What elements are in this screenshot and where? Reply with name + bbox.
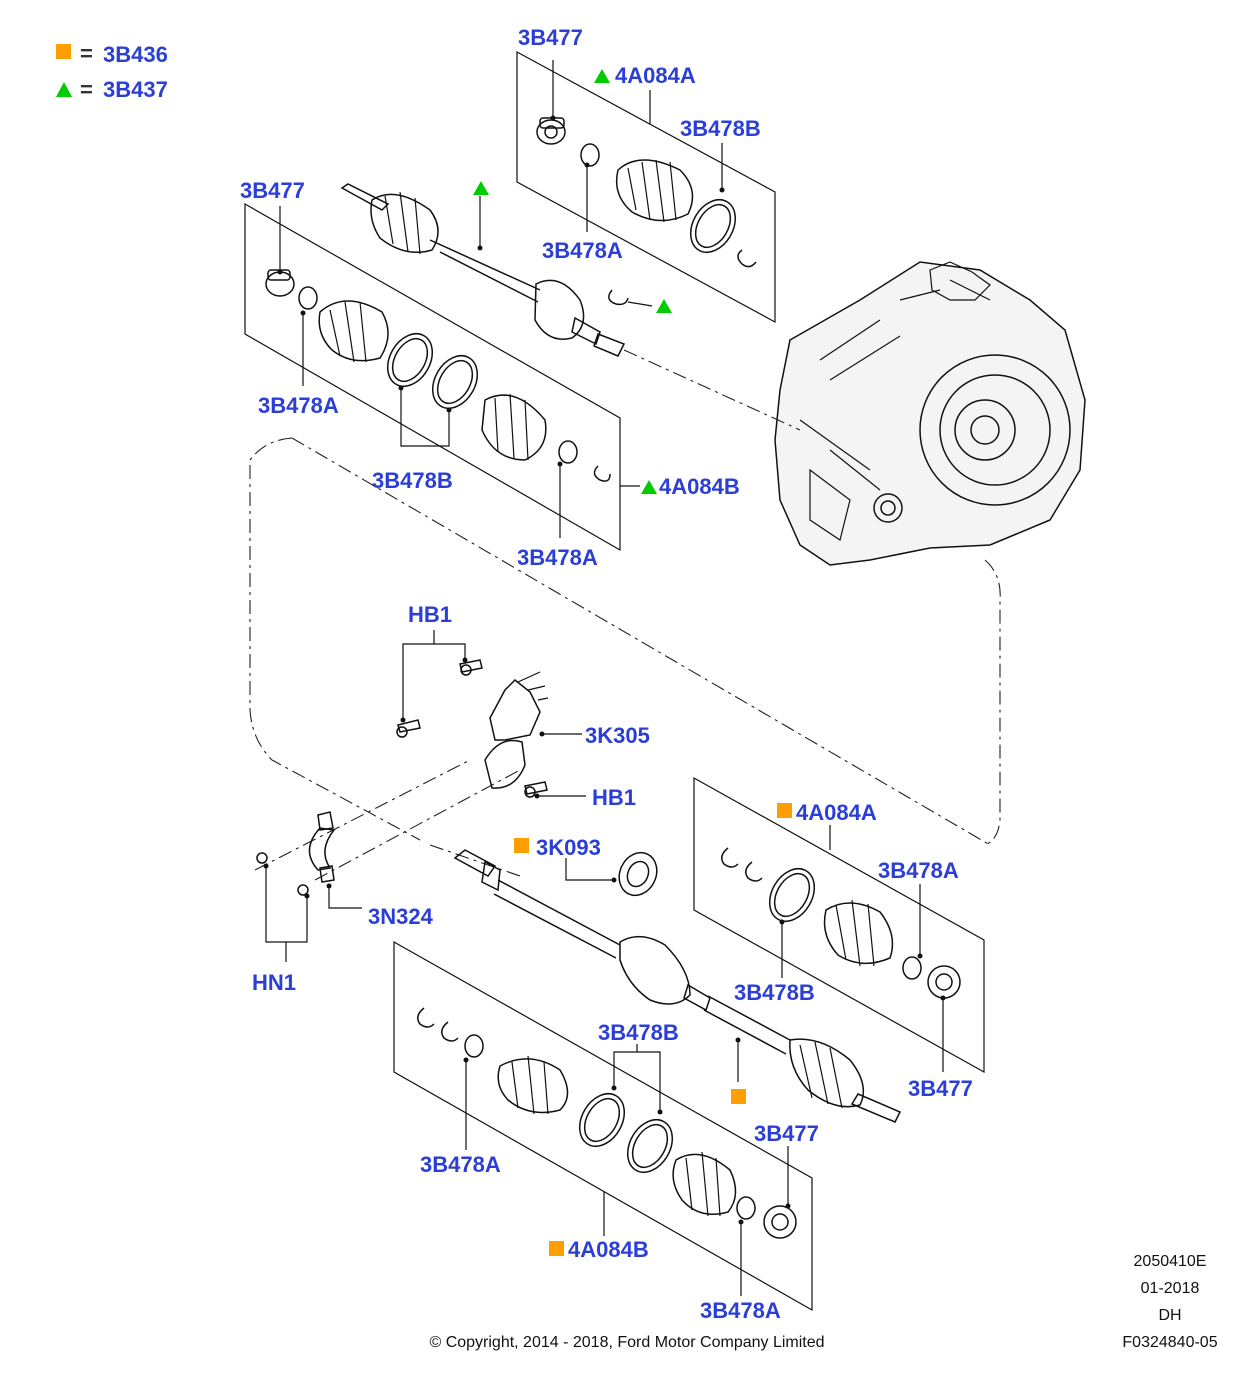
label-top-3b477: 3B477 [518, 25, 583, 50]
label-left-3b478a-1: 3B478A [258, 393, 339, 418]
label-hb1-top: HB1 [408, 602, 452, 627]
orange-square-icon [56, 44, 71, 59]
label-hb1-bottom: HB1 [592, 785, 636, 810]
label-left-3b478a-2: 3B478A [517, 545, 598, 570]
label-top-3b478b: 3B478B [680, 116, 761, 141]
legend-eq-2: = [80, 77, 93, 102]
lower-driveshaft [453, 849, 902, 1123]
label-left-3b478b: 3B478B [372, 468, 453, 493]
label-bottom-3b478a-2: 3B478A [700, 1298, 781, 1323]
label-bottom-3b477: 3B477 [754, 1121, 819, 1146]
label-right-3b477: 3B477 [908, 1076, 973, 1101]
green-triangle-icon [56, 82, 72, 97]
legend-code-3b436: 3B436 [103, 42, 168, 67]
label-top-4a084a: 4A084A [615, 63, 696, 88]
label-hn1: HN1 [252, 970, 296, 995]
green-triangle-icon [641, 480, 657, 494]
nut-and-strap [256, 811, 362, 962]
bottom-kit-box [393, 940, 813, 1312]
label-bottom-3b478a-1: 3B478A [420, 1152, 501, 1177]
legend-code-3b437: 3B437 [103, 77, 168, 102]
orange-square-icon [514, 838, 529, 853]
footer-figure-id: F0324840-05 [1122, 1334, 1217, 1351]
label-3n324: 3N324 [368, 904, 434, 929]
orange-square-icon [731, 1089, 746, 1104]
green-triangle-icon [473, 181, 489, 195]
legend: = 3B436 = 3B437 [56, 41, 168, 102]
left-kit-box [244, 202, 640, 552]
footer-code: 2050410E [1134, 1253, 1207, 1270]
right-kit-box [693, 776, 985, 1074]
label-3k305: 3K305 [585, 723, 650, 748]
orange-square-icon [549, 1241, 564, 1256]
label-right-3b478b: 3B478B [734, 980, 815, 1005]
green-triangle-icon [656, 299, 672, 313]
top-kit-box [516, 50, 776, 324]
legend-eq-1: = [80, 41, 93, 66]
footer-copyright: © Copyright, 2014 - 2018, Ford Motor Com… [429, 1334, 824, 1351]
upper-driveshaft [340, 183, 653, 357]
center-lines [249, 349, 1001, 881]
orange-square-icon [777, 803, 792, 818]
label-top-3b478a: 3B478A [542, 238, 623, 263]
label-right-3b478a: 3B478A [878, 858, 959, 883]
transmission-housing [774, 261, 1086, 566]
label-bottom-4a084b: 4A084B [568, 1237, 649, 1262]
label-left-3b477: 3B477 [240, 178, 305, 203]
footer-initials: DH [1158, 1307, 1181, 1324]
label-3k093: 3K093 [536, 835, 601, 860]
label-right-4a084a: 4A084A [796, 800, 877, 825]
footer-date: 01-2018 [1141, 1280, 1200, 1297]
label-bottom-3b478b: 3B478B [598, 1020, 679, 1045]
green-triangle-icon [594, 69, 610, 83]
label-left-4a084b: 4A084B [659, 474, 740, 499]
bearing-bracket [396, 630, 586, 799]
